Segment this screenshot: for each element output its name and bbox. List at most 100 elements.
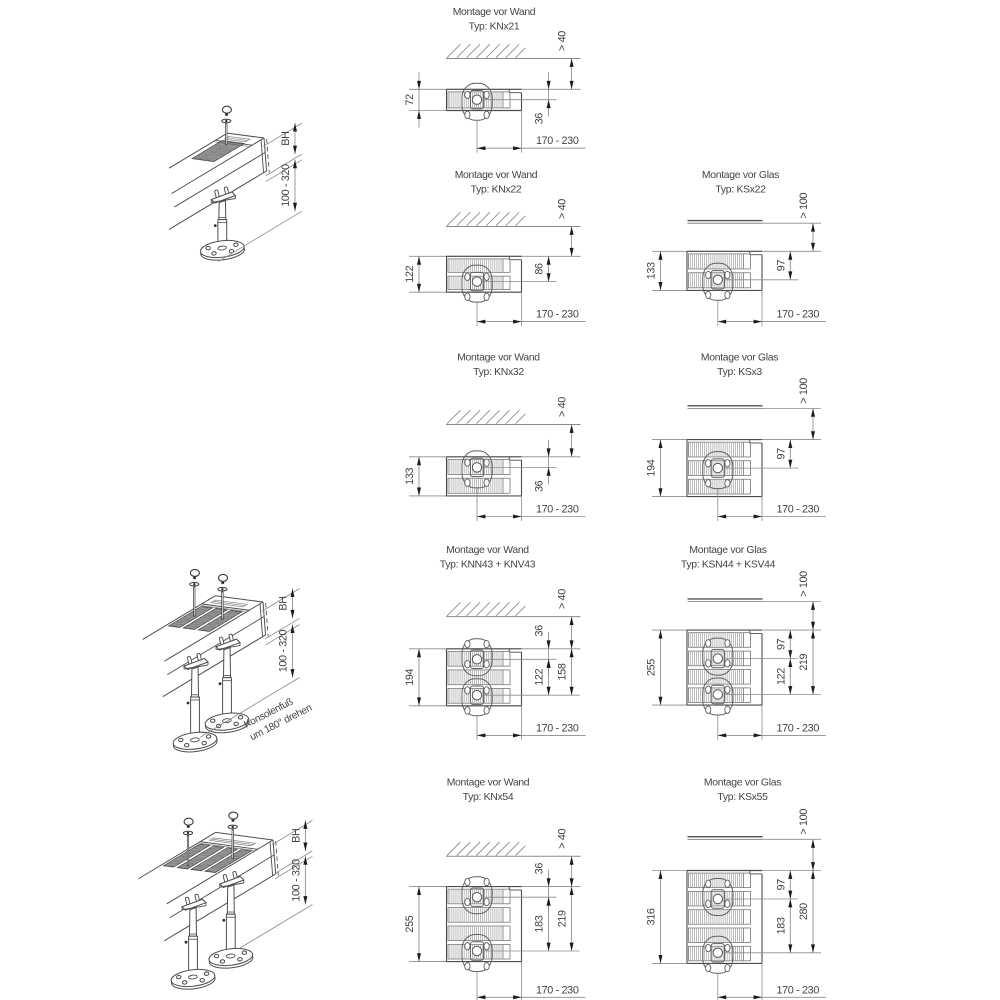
diagram-type: Typ: KSN44 + KSV44 [681,560,776,571]
fin-row [688,669,751,685]
dim-label: > 100 [798,571,810,597]
diagram-type: Typ: KNx54 [463,792,514,803]
dim-label: > 40 [557,199,569,219]
dim-label: 97 [775,448,787,460]
console-foot [208,871,254,969]
glass-panel [687,836,821,840]
dim-inner-1: 36 [534,625,551,677]
screw [189,568,200,617]
dim-label: 255 [404,915,416,932]
dim-outer: 219 [798,630,815,695]
dim-span: 170 - 230 [477,110,586,153]
dim-left: 122 [404,256,421,293]
wall-hatch [446,43,581,59]
dim-outer: 158 [557,648,574,696]
dim-label: 183 [534,915,546,932]
glass-panel [687,219,821,224]
dim-label: 97 [775,638,787,650]
diagram-type: Typ: KSx55 [717,792,768,803]
dim-label: 97 [775,879,787,891]
dim-inner-2: 122 [534,659,551,696]
convector-body [142,595,267,698]
fin-row [447,669,511,686]
fin-row [688,909,751,925]
dim-label: 170 - 230 [536,722,579,734]
dim-inner-1: 97 [775,251,793,280]
dim-span: 170 - 230 [717,963,826,1000]
dim-inner-1: 36 [534,72,551,124]
console-foot [170,893,216,990]
foot-base [199,239,245,261]
mounting-plate [461,876,493,915]
dim-left: 316 [646,870,663,964]
mounting-plate [702,935,734,974]
dim-label: 219 [798,653,810,670]
fin-row [688,478,751,495]
dim-label: > 100 [798,378,810,404]
mounting-plate [702,451,734,490]
dim-label: > 40 [557,397,569,417]
wall-hatch [446,601,581,618]
console-foot [172,653,218,753]
dim-label: 36 [534,625,546,637]
dim-span: 170 - 230 [477,705,586,740]
fin-row [688,632,751,648]
dim-label: 100 - 320 [280,164,292,207]
fin-row [447,477,511,494]
dim-left: 255 [646,630,663,706]
fin-row [447,258,511,273]
dim-span: 170 - 230 [477,495,586,521]
diagram-type: Typ: KSx3 [717,367,762,378]
grille [167,605,214,628]
dim-span: 170 - 230 [477,292,586,327]
dim-inner-1: 36 [534,439,551,492]
foot-base [170,968,216,990]
dim-label: 255 [646,659,658,676]
dim-label: 183 [775,917,787,934]
screw [217,573,229,620]
screw [182,817,194,867]
grille [190,140,246,163]
dim-inner-1: 97 [775,630,793,659]
convector-body [168,132,268,231]
diagram-title: Montage vor Wand [446,545,529,556]
fin-row [688,872,751,889]
dim-label: 158 [557,663,569,680]
dim-label: 194 [404,668,416,685]
convector-unit [445,255,523,293]
dim-span: 170 - 230 [477,961,586,1000]
diagram-title: Montage vor Glas [704,778,781,789]
dim-inner-1: 36 [534,863,551,915]
grille [203,849,253,874]
dim-label: 122 [404,265,416,282]
fin-row [447,458,511,475]
dim-label: 133 [646,262,658,279]
glass-panel [687,598,821,602]
mounting-plate [702,677,734,716]
dim-label: 122 [775,668,787,685]
mounting-plate [461,264,493,303]
dim-label: BH [278,596,290,610]
dim-gap: > 40 [557,397,574,457]
screw [221,105,232,146]
dim-label: 100 - 320 [290,859,302,902]
dim-left: 72 [404,72,421,128]
dim-label: > 100 [798,809,810,835]
dim-label: 36 [534,113,546,125]
dim-label: 170 - 230 [536,984,579,996]
dim-label: 36 [534,863,546,875]
dim-label: 97 [775,260,787,272]
dim-inner-2: 183 [775,899,793,953]
dim-label: 170 - 230 [536,309,579,321]
diagram-title: Montage vor Glas [701,353,778,364]
